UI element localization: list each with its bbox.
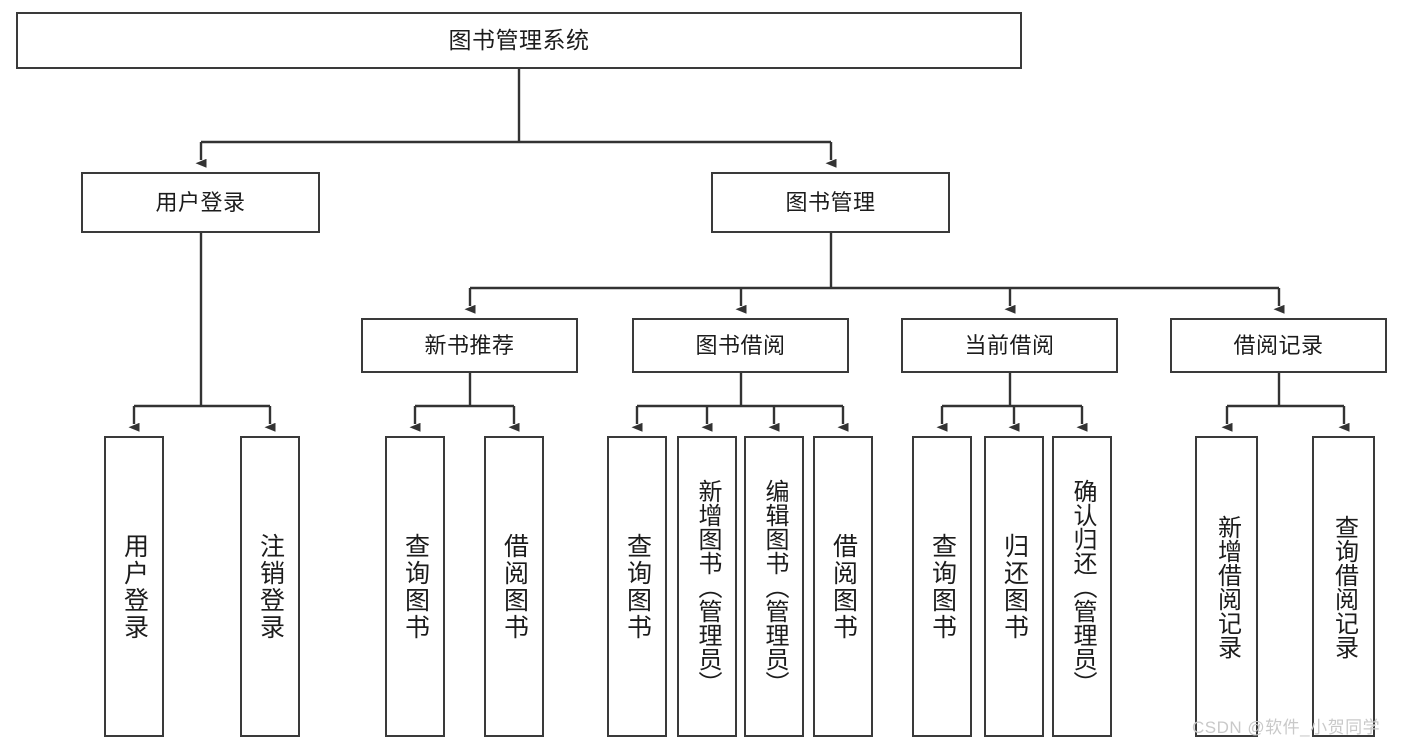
node-r_query[interactable]: 查询借阅记录 xyxy=(1312,436,1375,737)
csdn-watermark: CSDN @软件_小贺同学 xyxy=(1192,718,1381,737)
node-current[interactable]: 当前借阅 xyxy=(901,318,1118,373)
node-n_borrow[interactable]: 借阅图书 xyxy=(484,436,544,737)
node-r_add[interactable]: 新增借阅记录 xyxy=(1195,436,1258,737)
node-borrow[interactable]: 图书借阅 xyxy=(632,318,849,373)
node-label-borrow: 图书借阅 xyxy=(695,332,786,358)
node-n_query[interactable]: 查询图书 xyxy=(385,436,445,737)
node-b_edit[interactable]: 编辑图书（管理员） xyxy=(744,436,804,737)
node-label-l_logout: 注销登录 xyxy=(256,532,285,641)
node-label-records: 借阅记录 xyxy=(1233,332,1324,358)
node-root[interactable]: 图书管理系统 xyxy=(16,12,1022,69)
node-label-n_borrow: 借阅图书 xyxy=(500,532,529,641)
node-l_logout[interactable]: 注销登录 xyxy=(240,436,300,737)
node-label-b_query: 查询图书 xyxy=(623,532,652,641)
node-label-bookmgmt: 图书管理 xyxy=(785,189,876,215)
node-newbook[interactable]: 新书推荐 xyxy=(361,318,578,373)
node-c_query[interactable]: 查询图书 xyxy=(912,436,972,737)
node-label-c_query: 查询图书 xyxy=(928,532,957,641)
node-label-c_confirm: 确认归还（管理员） xyxy=(1069,478,1096,695)
node-b_query[interactable]: 查询图书 xyxy=(607,436,667,737)
node-c_confirm[interactable]: 确认归还（管理员） xyxy=(1052,436,1112,737)
node-label-root: 图书管理系统 xyxy=(448,26,590,53)
node-bookmgmt[interactable]: 图书管理 xyxy=(711,172,950,233)
node-label-l_login: 用户登录 xyxy=(120,532,149,641)
node-c_return[interactable]: 归还图书 xyxy=(984,436,1044,737)
node-label-b_borrow: 借阅图书 xyxy=(829,532,858,641)
node-login[interactable]: 用户登录 xyxy=(81,172,320,233)
node-label-login: 用户登录 xyxy=(155,189,246,215)
node-records[interactable]: 借阅记录 xyxy=(1170,318,1387,373)
node-b_add[interactable]: 新增图书（管理员） xyxy=(677,436,737,737)
node-label-r_query: 查询借阅记录 xyxy=(1330,514,1358,659)
node-label-newbook: 新书推荐 xyxy=(424,332,515,358)
node-label-current: 当前借阅 xyxy=(964,332,1055,358)
node-label-r_add: 新增借阅记录 xyxy=(1213,514,1241,659)
node-label-b_add: 新增图书（管理员） xyxy=(694,478,721,695)
node-label-b_edit: 编辑图书（管理员） xyxy=(761,478,788,695)
node-b_borrow[interactable]: 借阅图书 xyxy=(813,436,873,737)
node-label-n_query: 查询图书 xyxy=(401,532,430,641)
node-l_login[interactable]: 用户登录 xyxy=(104,436,164,737)
node-label-c_return: 归还图书 xyxy=(1000,532,1029,641)
